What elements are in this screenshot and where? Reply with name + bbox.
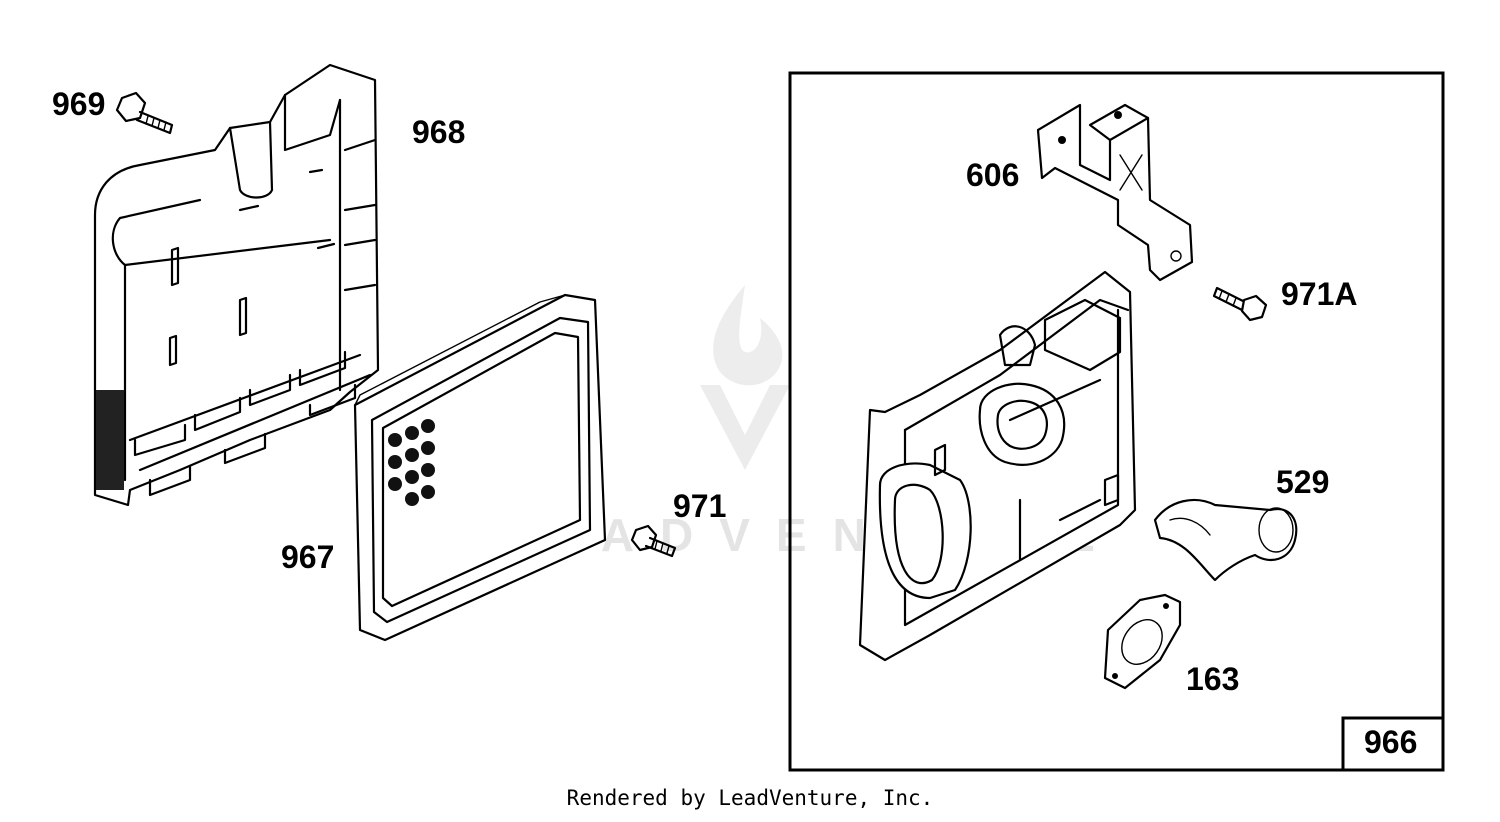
- screw-971a: [1212, 286, 1268, 322]
- elbow-tube-529: [1153, 498, 1298, 582]
- callout-967: 967: [281, 539, 335, 575]
- gasket-163: [1103, 593, 1182, 690]
- callout-966: 966: [1364, 724, 1418, 760]
- air-filter-967: [353, 293, 607, 642]
- watermark-logo: [700, 285, 790, 470]
- credit-text: Rendered by LeadVenture, Inc.: [566, 786, 934, 810]
- callout-971a: 971A: [1281, 276, 1358, 312]
- callout-529: 529: [1276, 464, 1330, 500]
- kit-box-966: [788, 71, 1445, 772]
- callout-968: 968: [412, 114, 466, 150]
- callout-163: 163: [1186, 661, 1240, 697]
- callout-606: 606: [966, 157, 1020, 193]
- air-cleaner-base-plate: [858, 270, 1137, 662]
- callout-969: 969: [52, 86, 106, 122]
- bracket-606: [1036, 103, 1194, 282]
- screw-969: [115, 91, 174, 135]
- air-cleaner-base-968: [93, 63, 380, 507]
- callout-971: 971: [673, 488, 727, 524]
- screw-971: [630, 524, 677, 558]
